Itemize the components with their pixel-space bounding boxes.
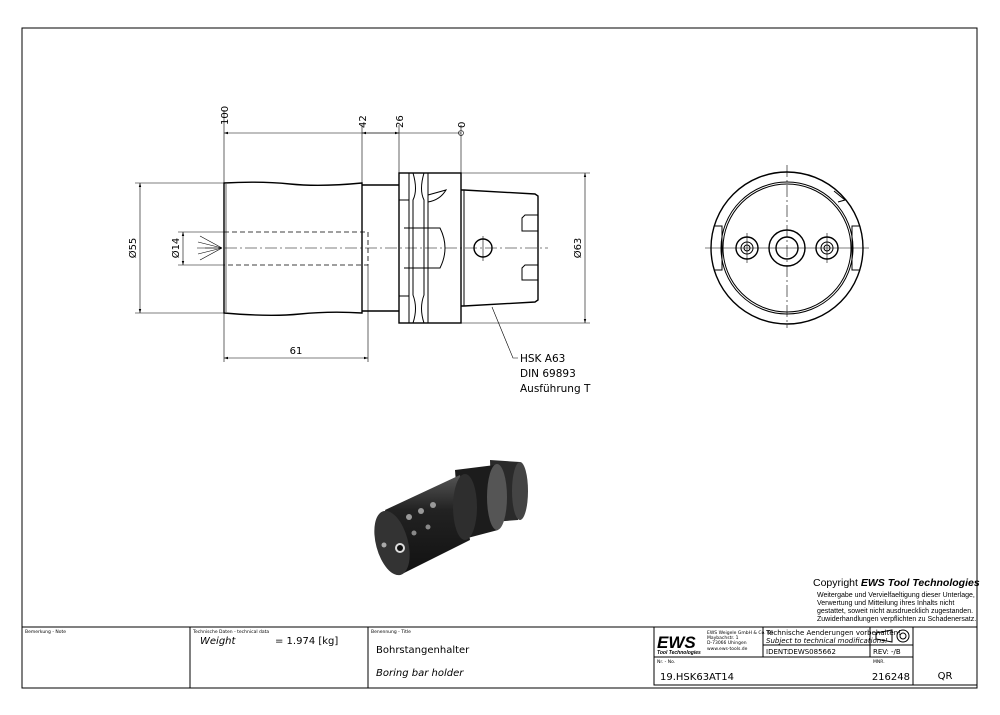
copyright-notice: Copyright EWS Tool Technologies Weiterga… (813, 577, 980, 623)
iso-view (374, 460, 528, 576)
body-cylinder (223, 181, 363, 316)
note-label: Bemerkung - Note (25, 629, 66, 635)
svg-text:REV:: REV: (873, 648, 889, 656)
svg-text:Zuwiderhandlungen verpflichten: Zuwiderhandlungen verpflichten zu Schade… (817, 616, 976, 623)
svg-text:EWS Weigele GmbH & Co. KG: EWS Weigele GmbH & Co. KG (707, 630, 774, 636)
svg-text:gestattet, soweit nicht ausdru: gestattet, soweit nicht ausdruecklich zu… (817, 608, 973, 615)
dim-61: 61 (290, 346, 303, 357)
svg-text:Copyright EWS Tool Technologie: Copyright EWS Tool Technologies (813, 577, 980, 589)
screw-right (815, 233, 839, 263)
svg-text:Tool Technologies: Tool Technologies (657, 650, 701, 656)
svg-text:Verwertung und Mitteilung ihre: Verwertung und Mitteilung ihres Inhalts … (817, 600, 954, 607)
weight-value: = 1.974 [kg] (275, 636, 338, 647)
dim-100: 100 (220, 106, 231, 125)
svg-text:Maybachstr. 1: Maybachstr. 1 (707, 635, 739, 641)
title-english: Boring bar holder (376, 668, 464, 679)
title-german: Bohrstangenhalter (376, 645, 470, 656)
drawing-frame (21, 27, 978, 689)
center-bore (768, 229, 806, 267)
material-number: 216248 (872, 672, 910, 683)
projection-symbol-icon (875, 629, 910, 643)
svg-text:IDENT:: IDENT: (766, 648, 789, 656)
dim-26: 26 (395, 115, 406, 128)
svg-text:Weitergabe und Vervielfaeltigu: Weitergabe und Vervielfaeltigung dieser … (817, 592, 975, 599)
tech-data-label: Technische Daten - technical data (192, 629, 269, 635)
dim-dia-63: Ø63 (572, 238, 584, 259)
svg-text:www.ews-tools.de: www.ews-tools.de (707, 646, 748, 652)
dim-42: 42 (358, 115, 369, 128)
svg-text:MNR.: MNR. (873, 659, 885, 665)
qr-label: QR (938, 671, 953, 682)
callout-line-1: HSK A63 (520, 353, 565, 365)
revision-value: -/B (891, 648, 901, 656)
ews-logo: EWS (657, 633, 696, 652)
flange (398, 172, 462, 324)
hsk-taper (461, 189, 539, 307)
dim-dia-14: Ø14 (170, 238, 182, 259)
change-notice-en: Subject to technical modifications! (766, 637, 888, 645)
side-view: 100 42 26 0 Ø55 Ø14 Ø63 61 HSK A63 DIN 6… (127, 106, 591, 395)
keyway (404, 227, 446, 269)
weight-label: Weight (200, 636, 237, 647)
callout-line-2: DIN 69893 (520, 368, 576, 380)
bore-symbol (197, 235, 223, 261)
callout-leader (491, 306, 518, 359)
svg-text:D-73066 Uhingen: D-73066 Uhingen (707, 640, 747, 646)
screw-left (735, 233, 759, 263)
dim-0: 0 (457, 122, 468, 128)
change-notice-de: Technische Aenderungen vorbehalten! (765, 629, 901, 637)
title-block: Bemerkung - Note Technische Daten - tech… (22, 626, 978, 688)
svg-text:Nr. - No.: Nr. - No. (657, 659, 675, 665)
ident-value: DEWS085662 (788, 648, 836, 656)
bore-hidden-lines (224, 231, 369, 266)
title-label: Benennung - Title (371, 629, 411, 635)
callout-line-3: Ausführung T (520, 383, 591, 395)
drive-slots (521, 214, 538, 281)
part-number: 19.HSK63AT14 (660, 672, 734, 683)
end-view (705, 165, 869, 328)
dim-dia-55: Ø55 (127, 238, 139, 259)
